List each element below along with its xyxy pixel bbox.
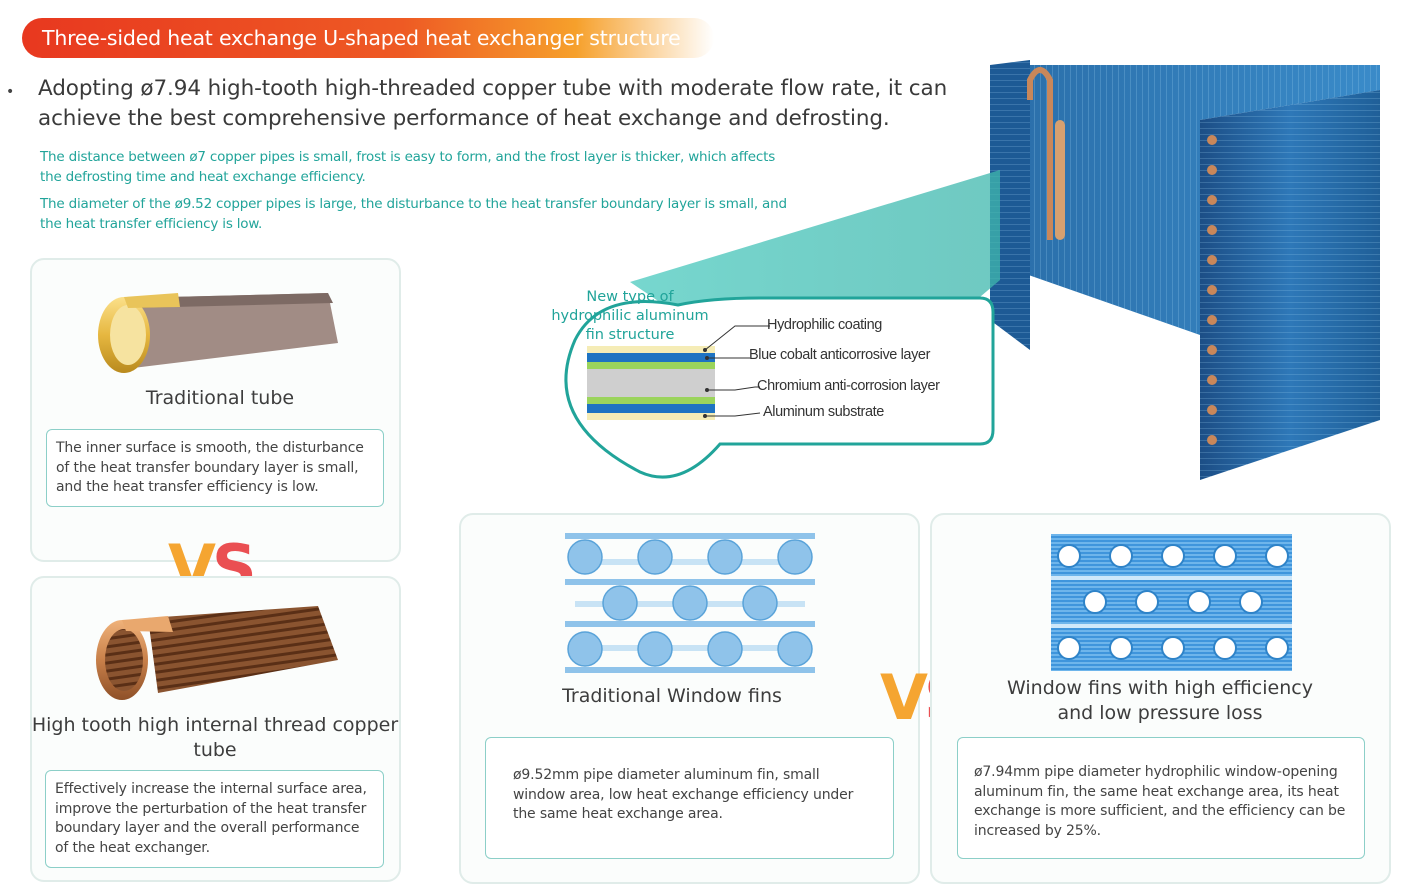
hightooth-tube-text: Effectively increase the internal surfac… — [45, 770, 384, 868]
fin-structure-title: New type of hydrophilic aluminum fin str… — [551, 289, 709, 343]
traditional-tube-caption: Traditional tube — [145, 387, 295, 409]
traditional-tube-panel — [30, 258, 401, 562]
layer-label-aluminum: Aluminum substrate — [763, 404, 884, 420]
vs-v: V — [880, 661, 928, 734]
layer-label-hydrophilic: Hydrophilic coating — [767, 317, 882, 333]
hightooth-tube-image — [88, 598, 348, 708]
page-title: Three-sided heat exchange U-shaped heat … — [22, 18, 714, 58]
layer-label-chromium: Chromium anti-corrosion layer — [757, 378, 940, 394]
traditional-tube-image — [88, 283, 348, 383]
traditional-fins-text: ø9.52mm pipe diameter aluminum fin, smal… — [485, 737, 894, 859]
layer-label-blue-cobalt: Blue cobalt anticorrosive layer — [749, 347, 931, 363]
traditional-fins-caption: Traditional Window fins — [562, 685, 782, 707]
hightooth-tube-caption: High tooth high internal thread copper t… — [31, 714, 399, 761]
traditional-fins-image — [565, 533, 815, 673]
note-o952: The diameter of the ø9.52 copper pipes i… — [40, 196, 787, 232]
heat-exchanger-illustration — [560, 20, 1390, 490]
efficient-fins-image — [1051, 534, 1292, 671]
efficient-fins-text: ø7.94mm pipe diameter hydrophilic window… — [957, 737, 1365, 859]
traditional-tube-text: The inner surface is smooth, the disturb… — [46, 429, 384, 507]
efficient-fins-caption: Window fins with high efficiency and low… — [1007, 677, 1313, 724]
note-o7: The distance between ø7 copper pipes is … — [40, 149, 776, 185]
headline: Adopting ø7.94 high-tooth high-threaded … — [38, 76, 948, 131]
bullet-icon: • — [6, 84, 15, 100]
